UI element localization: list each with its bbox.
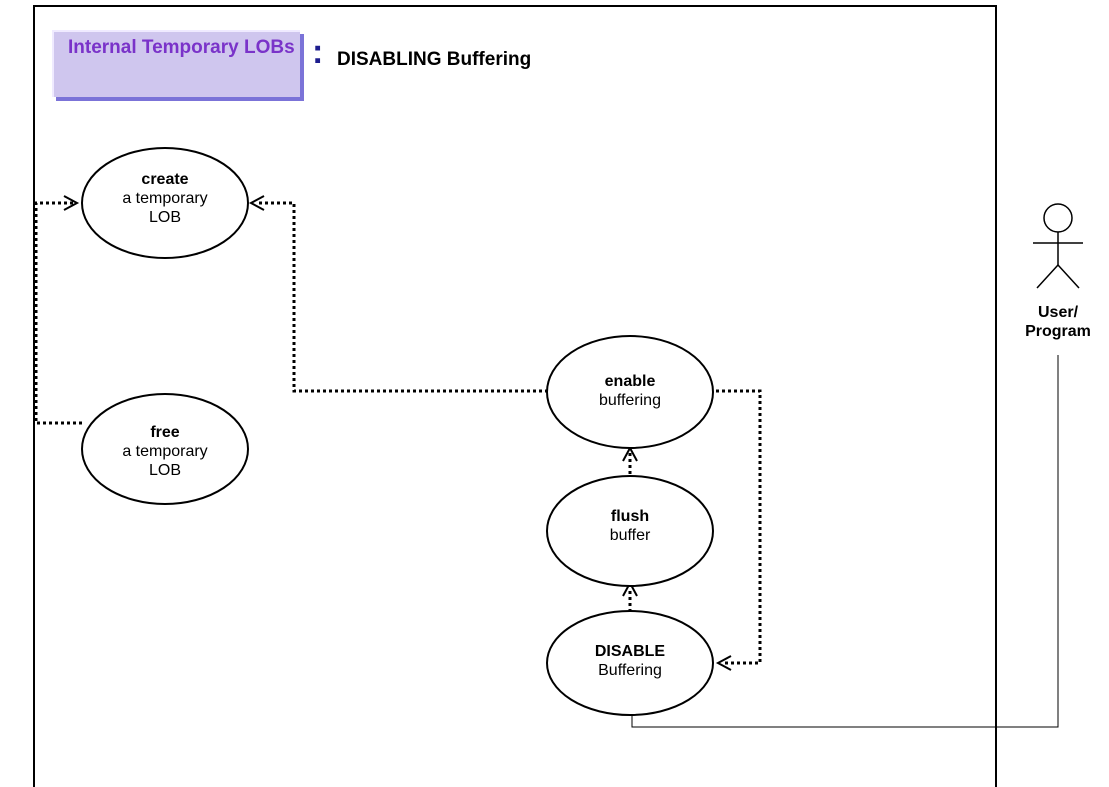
- arrowhead-disable-right: [715, 655, 732, 671]
- diagram-frame: [33, 5, 997, 787]
- actor-label: User/ Program: [1025, 304, 1091, 340]
- stick-figure-actor-icon: [1033, 203, 1083, 289]
- usecase-disable-verb: DISABLE: [594, 643, 666, 660]
- usecase-disable-ellipse[interactable]: [546, 610, 714, 716]
- usecase-enable-ellipse[interactable]: [546, 335, 714, 449]
- usecase-free-ellipse[interactable]: [81, 393, 249, 505]
- usecase-create-label: create a temporary LOB: [105, 170, 225, 227]
- usecase-flush-ellipse[interactable]: [546, 475, 714, 587]
- usecase-create-ellipse[interactable]: [81, 147, 249, 259]
- usecase-flush-object: buffer: [609, 527, 651, 544]
- usecase-enable-label: enable buffering: [570, 372, 690, 410]
- usecase-enable-object: buffering: [599, 392, 661, 409]
- usecase-free-object: a temporary LOB: [122, 443, 208, 479]
- usecase-flush-label: flush buffer: [570, 507, 690, 545]
- arrowhead-create-left: [63, 195, 80, 211]
- usecase-create-object: a temporary LOB: [122, 190, 208, 226]
- usecase-flush-verb: flush: [610, 508, 650, 525]
- usecase-disable-label: DISABLE Buffering: [570, 642, 690, 680]
- usecase-disable-object: Buffering: [598, 662, 662, 679]
- arrowhead-create-right: [248, 195, 265, 211]
- dependency-enable-to-disable: [716, 389, 762, 665]
- usecase-create-verb: create: [141, 171, 189, 188]
- usecase-free-verb: free: [150, 424, 180, 441]
- category-label: Internal Temporary LOBs: [68, 37, 295, 58]
- page-title: DISABLING Buffering: [337, 49, 532, 70]
- actor-association-line: [631, 355, 1059, 728]
- usecase-enable-verb: enable: [604, 373, 656, 390]
- dependency-free-to-create: [34, 201, 82, 425]
- dependency-enable-to-create: [256, 201, 548, 393]
- title-colon: :: [312, 33, 324, 71]
- category-badge: Internal Temporary LOBs: [52, 30, 300, 97]
- usecase-free-label: free a temporary LOB: [105, 423, 225, 480]
